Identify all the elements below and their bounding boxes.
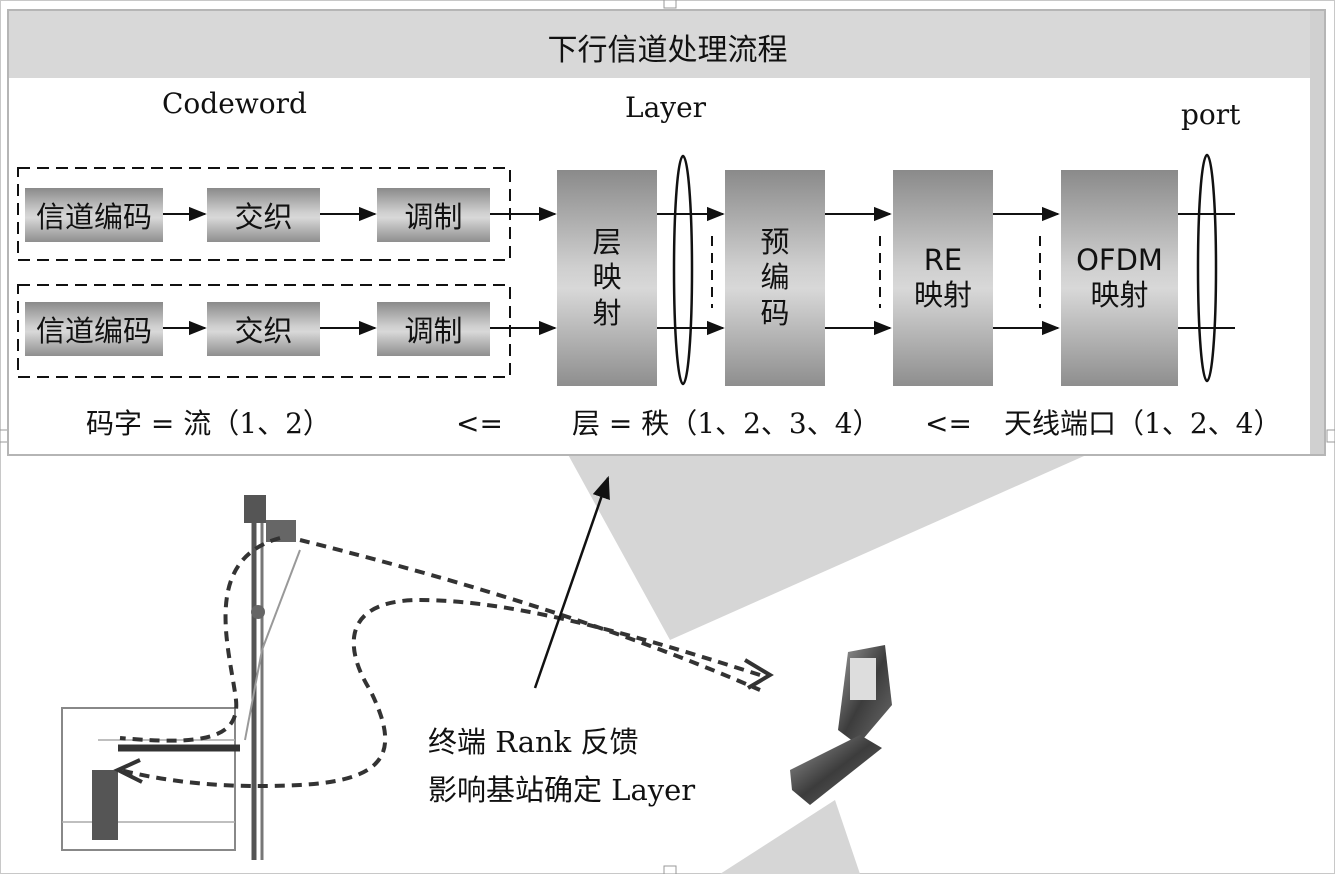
modulation-box-1: 调制 bbox=[377, 188, 490, 242]
rank-feedback-note: 终端 Rank 反馈 bbox=[428, 725, 639, 759]
block-label-char: 层 bbox=[592, 224, 622, 259]
layer-header: Layer bbox=[625, 91, 707, 124]
block-label-char: 编 bbox=[760, 260, 790, 295]
beam-shape bbox=[560, 440, 1120, 640]
codeword-header: Codeword bbox=[162, 87, 307, 120]
block-label-line: OFDM bbox=[1076, 242, 1163, 277]
ofdm-mapping-block: OFDM 映射 bbox=[1061, 170, 1178, 386]
codeword-group-2 bbox=[17, 284, 511, 378]
block-label-line: 映射 bbox=[1090, 278, 1149, 312]
layer-decision-note: 影响基站确定 Layer bbox=[428, 773, 696, 807]
channel-coding-box-1: 信道编码 bbox=[25, 188, 163, 242]
beam-shape-lower bbox=[720, 800, 860, 874]
port-header: port bbox=[1181, 98, 1241, 131]
codeword-relation: 码字 = 流（1、2） bbox=[86, 407, 331, 440]
diagram-title: 下行信道处理流程 bbox=[547, 33, 788, 68]
block-label-line: 映射 bbox=[913, 278, 972, 312]
antenna-port-relation: 天线端口（1、2、4） bbox=[1004, 407, 1282, 440]
block-label-char: 映 bbox=[592, 260, 622, 295]
feedback-arrow bbox=[533, 475, 610, 689]
tower-icon bbox=[244, 495, 301, 860]
re-mapping-block: RE 映射 bbox=[893, 170, 993, 386]
signal-path-direct bbox=[299, 538, 761, 692]
building-icon bbox=[61, 707, 240, 851]
port-ellipse bbox=[1196, 153, 1218, 383]
interleave-box-2: 交织 bbox=[207, 302, 320, 356]
block-label-char: 射 bbox=[592, 295, 622, 330]
less-equal-2: <= bbox=[925, 407, 972, 440]
layer-relation: 层 = 秩（1、2、3、4） bbox=[572, 407, 881, 440]
precoding-block: 预 编 码 bbox=[725, 170, 825, 386]
channel-coding-box-2: 信道编码 bbox=[25, 302, 163, 356]
signal-path-building bbox=[119, 536, 281, 743]
block-label-char: 码 bbox=[760, 295, 790, 330]
phone-icon bbox=[790, 645, 892, 805]
less-equal-1: <= bbox=[456, 407, 503, 440]
block-label-line: RE bbox=[923, 242, 963, 277]
block-label-char: 预 bbox=[760, 224, 790, 259]
modulation-box-2: 调制 bbox=[377, 302, 490, 356]
interleave-box-1: 交织 bbox=[207, 188, 320, 242]
layer-mapping-block: 层 映 射 bbox=[557, 170, 657, 386]
layer-ellipse bbox=[672, 154, 694, 386]
